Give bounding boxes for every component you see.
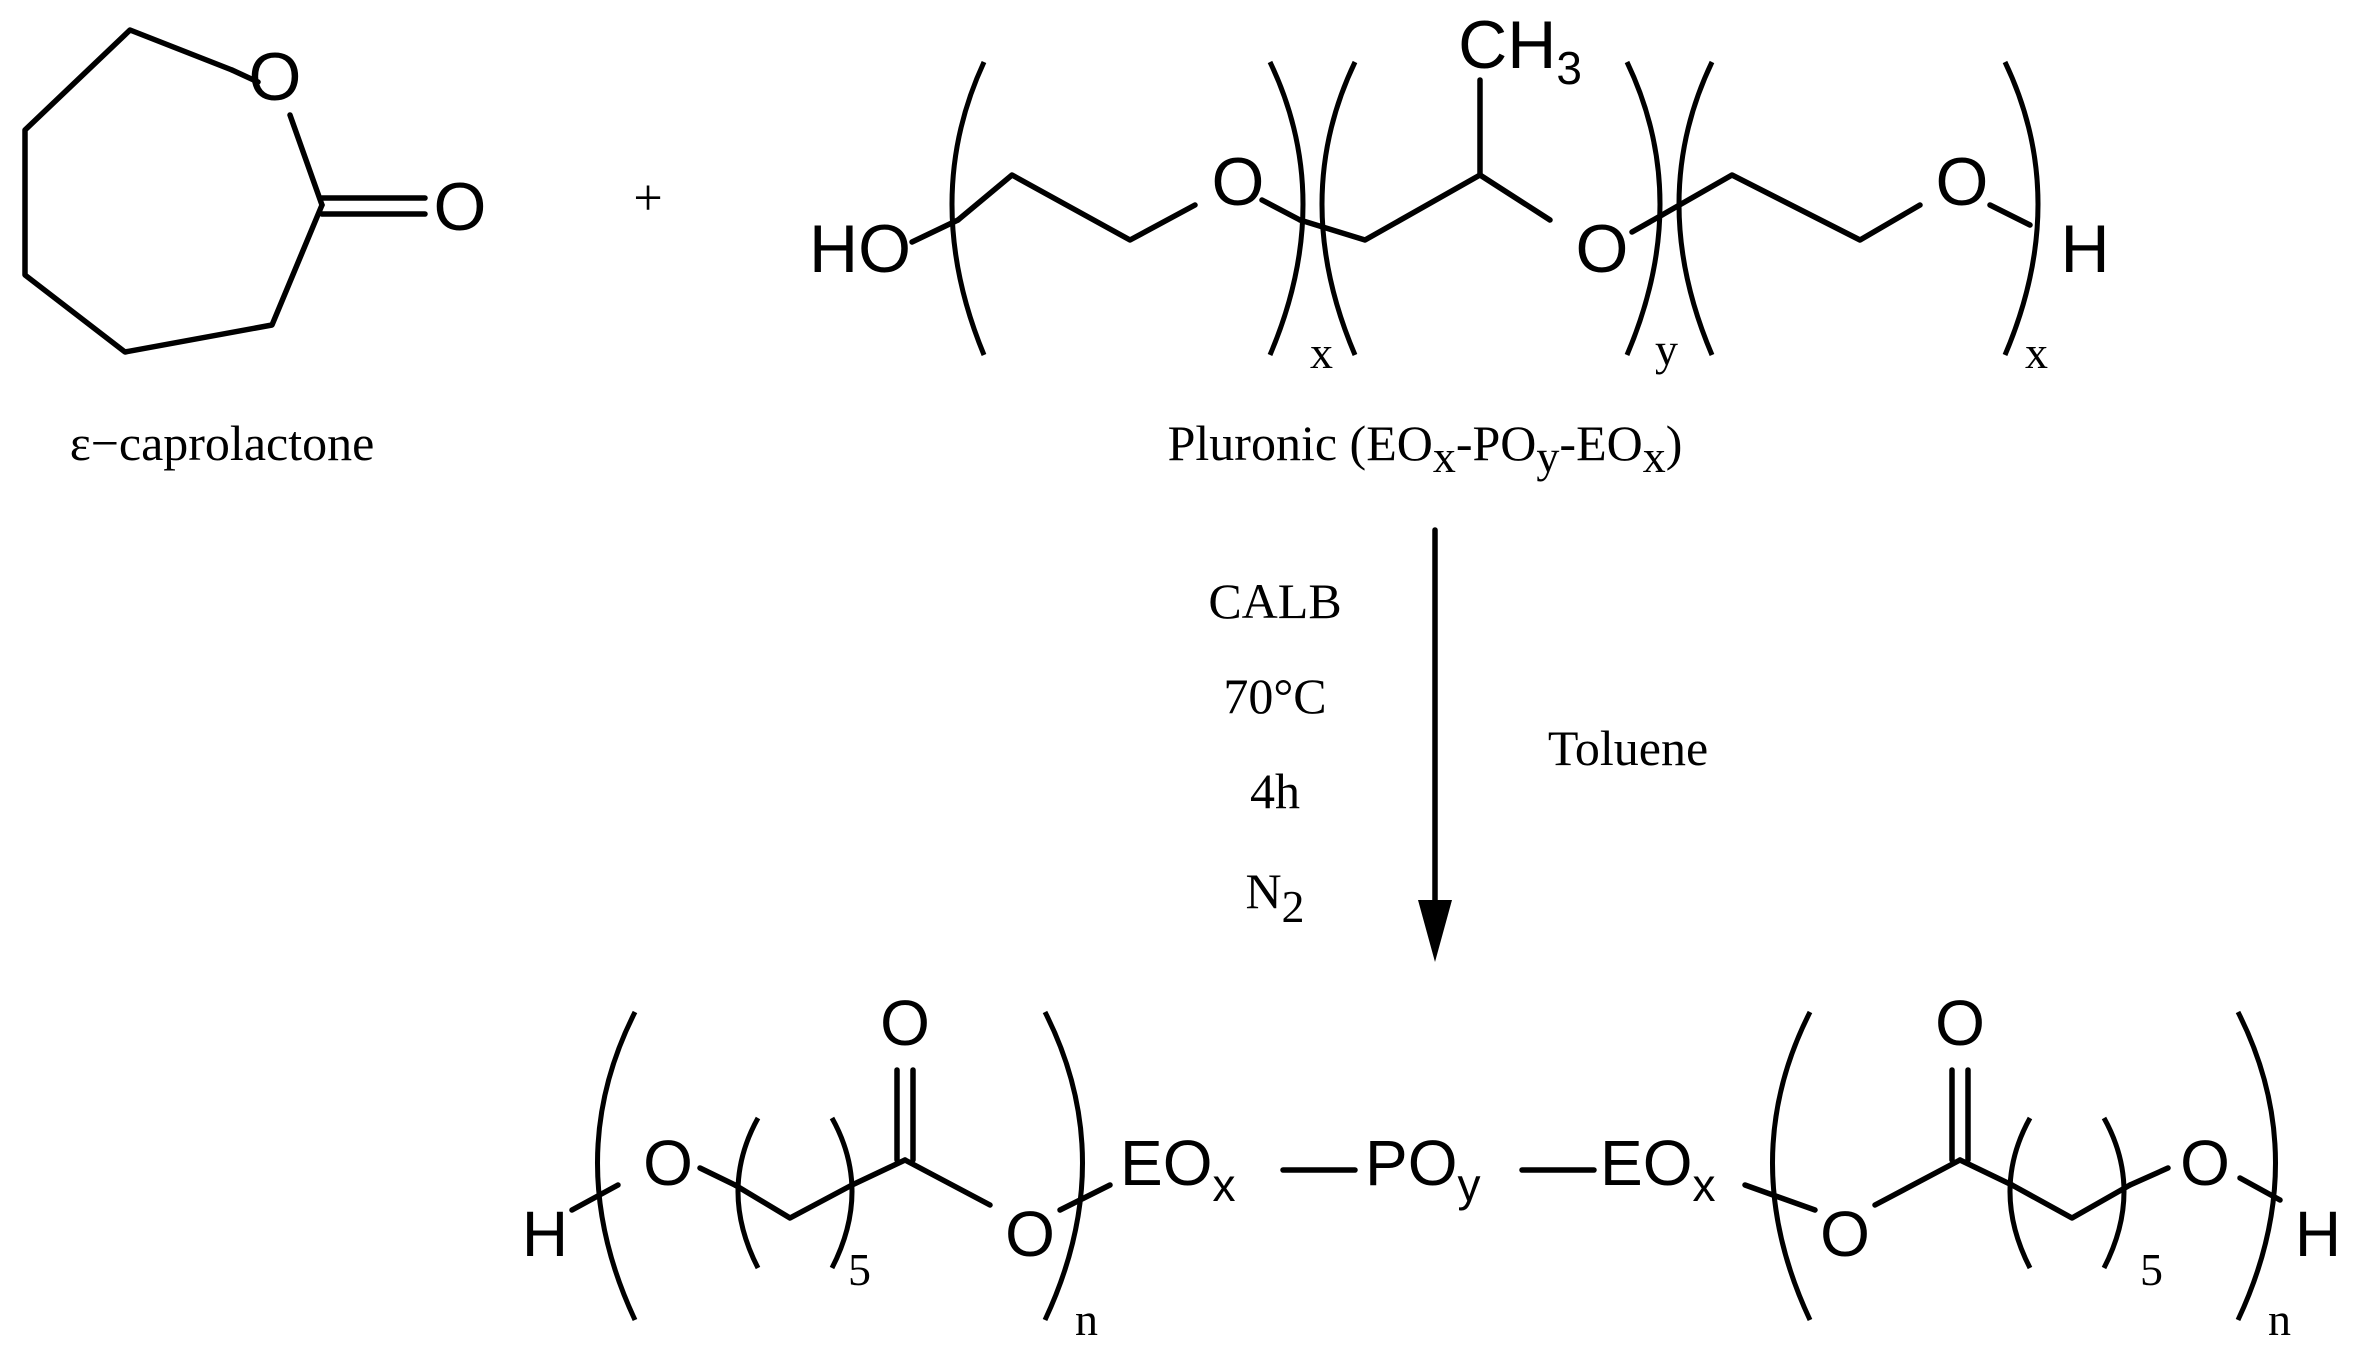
condition-time: 4h: [1250, 763, 1300, 819]
condition-solvent: Toluene: [1548, 720, 1708, 776]
product-methylene-count-left: 5: [848, 1244, 871, 1295]
product-oxygen-right-chain: O: [2180, 1127, 2230, 1199]
condition-temperature: 70°C: [1223, 668, 1326, 724]
product-end-h-left: H: [522, 1198, 568, 1270]
product-carbonyl-right: O: [1935, 987, 1985, 1059]
pluronic-end-h: H: [2060, 211, 2109, 287]
product-core-eo-right: EOx: [1600, 1127, 1715, 1211]
product-structure: H O 5 O O n EOx POy EOx O O 5: [522, 987, 2341, 1345]
product-methylene-count-right: 5: [2140, 1244, 2163, 1295]
reaction-arrow: [1418, 527, 1452, 962]
pluronic-repeat-y: y: [1655, 324, 1678, 375]
caprolactone-label: ε−caprolactone: [70, 415, 375, 471]
condition-catalyst: CALB: [1208, 573, 1341, 629]
plus-sign: +: [633, 170, 662, 227]
pluronic-ether-oxygen-2: O: [1576, 211, 1629, 287]
product-ester-oxygen-right: O: [1820, 1198, 1870, 1270]
product-repeat-n-right: n: [2268, 1294, 2291, 1345]
caprolactone-structure: O O: [22, 27, 487, 355]
pluronic-repeat-x1: x: [1310, 327, 1333, 378]
product-end-h-right: H: [2295, 1198, 2341, 1270]
product-carbonyl-left: O: [880, 987, 930, 1059]
pluronic-ether-oxygen-3: O: [1936, 144, 1989, 220]
caprolactone-ring-oxygen: O: [249, 39, 302, 115]
pluronic-ether-oxygen-1: O: [1212, 144, 1265, 220]
pluronic-repeat-x2: x: [2025, 327, 2048, 378]
pluronic-structure: HO O x CH3 O y O x H: [809, 7, 2110, 378]
pluronic-methyl: CH3: [1458, 7, 1582, 94]
product-repeat-n-left: n: [1075, 1294, 1098, 1345]
product-core-po: POy: [1365, 1127, 1480, 1211]
condition-atmosphere: N2: [1245, 863, 1304, 932]
pluronic-label: Pluronic (EOx-POy-EOx): [1168, 415, 1683, 482]
product-oxygen-left-chain: O: [643, 1127, 693, 1199]
product-ester-oxygen-left: O: [1005, 1198, 1055, 1270]
caprolactone-carbonyl-oxygen: O: [434, 169, 487, 245]
product-core-eo-left: EOx: [1120, 1127, 1235, 1211]
pluronic-end-ho: HO: [809, 211, 911, 287]
